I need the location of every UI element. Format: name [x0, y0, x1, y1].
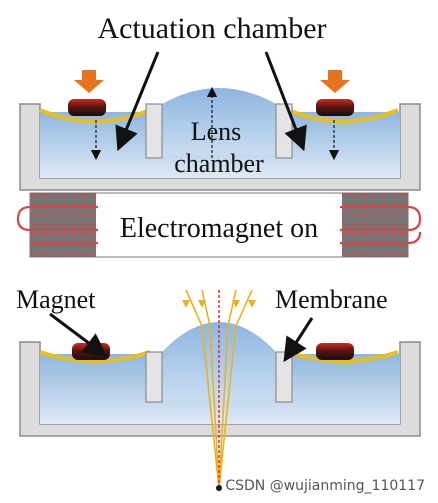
- membrane-leader: [283, 317, 314, 363]
- watermark: CSDN @wujianming_110117: [225, 478, 425, 494]
- lens-chamber-label-line2: chamber: [174, 149, 264, 178]
- top-magnet-right: [316, 99, 354, 116]
- electromagnet-label-box: [98, 205, 340, 245]
- leader-line-left: [115, 51, 160, 152]
- top-membrane-right: [287, 108, 399, 123]
- top-wall-left: [145, 103, 163, 159]
- magnet-leader: [49, 312, 108, 358]
- bottom-wall-left: [145, 351, 163, 403]
- top-device: [19, 51, 421, 191]
- top-lens: [162, 88, 276, 155]
- bottom-device: [19, 289, 421, 491]
- electromagnet-label: Electromagnet on: [120, 213, 318, 244]
- lens-chamber-label-line1: Lens: [191, 117, 242, 146]
- ray-arrowheads-icon: [182, 300, 256, 308]
- bottom-magnet-right: [316, 343, 354, 360]
- top-magnet-left: [68, 99, 106, 116]
- membrane-label: Membrane: [275, 285, 388, 314]
- focal-point-icon: [216, 485, 222, 491]
- magnet-label: Magnet: [16, 285, 96, 314]
- coil-core-left: [30, 193, 96, 257]
- light-rays: [185, 289, 253, 489]
- electromagnet: [16, 192, 422, 258]
- top-membrane-left: [39, 108, 151, 123]
- coil-core-right: [342, 193, 408, 257]
- leader-line-right: [264, 51, 307, 152]
- bottom-membrane-left: [39, 350, 151, 363]
- push-arrow-left-icon: [74, 70, 104, 93]
- push-arrow-right-icon: [320, 70, 350, 93]
- bottom-wall-right: [275, 351, 293, 403]
- actuation-chamber-label: Actuation chamber: [97, 12, 326, 45]
- coil-wire: [16, 205, 422, 245]
